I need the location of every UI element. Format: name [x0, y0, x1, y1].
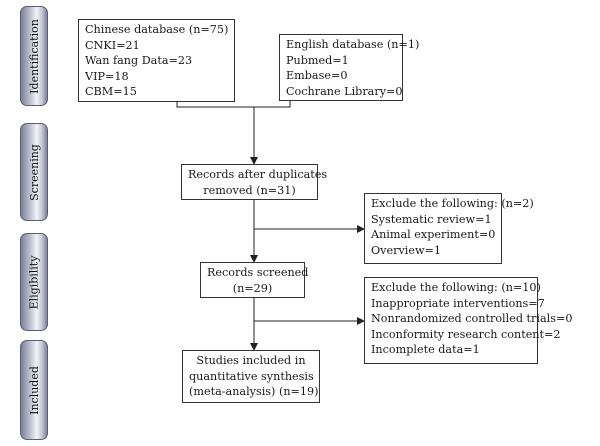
exclude-box-1: Exclude the following: (n=2) Systematic … [364, 193, 534, 264]
stage-identification: Identification [20, 6, 48, 106]
stage-screening: Screening [20, 123, 48, 221]
stage-label: Included [27, 365, 41, 415]
box-item: Embase=0 [286, 69, 348, 82]
box-line: Records after duplicates [188, 168, 328, 181]
box-title: Exclude the following: (n=10) [371, 281, 541, 294]
records-screened-box: Records screened (n=29) [200, 262, 309, 298]
box-item: Pubmed=1 [286, 53, 349, 67]
box-item: Cochrane Library=0 [286, 84, 403, 98]
box-line: Studies included in [196, 354, 306, 367]
stage-label: Screening [27, 143, 41, 201]
merge-connector [176, 101, 291, 108]
box-line: Records screened [207, 266, 309, 279]
box-item: Overview=1 [371, 243, 442, 257]
stage-included: Included [20, 340, 48, 440]
box-title: Chinese database (n=75) [85, 23, 229, 36]
box-line: (n=29) [232, 281, 273, 295]
box-item: Nonrandomized controlled trials=0 [371, 312, 573, 325]
exclude-box-2: Exclude the following: (n=10) Inappropri… [364, 277, 573, 364]
studies-included-box: Studies included in quantitative synthes… [182, 350, 320, 403]
box-item: CBM=15 [85, 85, 137, 98]
box-line: quantitative synthesis [189, 369, 314, 383]
english-database-box: English database (n=1) Pubmed=1 Embase=0… [279, 34, 420, 101]
box-item: Animal experiment=0 [371, 228, 496, 241]
box-item: Inappropriate interventions=7 [371, 296, 545, 310]
box-item: Incomplete data=1 [371, 343, 480, 356]
box-title: English database (n=1) [286, 38, 420, 51]
chinese-database-box: Chinese database (n=75) CNKI=21 Wan fang… [78, 19, 235, 102]
stage-label: Identification [27, 18, 41, 94]
stage-eligibility: Eligibility [20, 233, 48, 331]
records-after-duplicates-box: Records after duplicates removed (n=31) [181, 164, 328, 200]
box-item: Wan fang Data=23 [85, 54, 193, 67]
box-item: Systematic review=1 [371, 212, 492, 226]
stage-label: Eligibility [27, 255, 41, 309]
box-line: (meta-analysis) (n=19) [189, 385, 319, 398]
box-item: Inconformity research content=2 [371, 327, 561, 341]
box-item: CNKI=21 [85, 38, 140, 52]
box-item: VIP=18 [85, 69, 129, 83]
box-title: Exclude the following: (n=2) [371, 197, 534, 210]
box-line: removed (n=31) [203, 183, 296, 197]
